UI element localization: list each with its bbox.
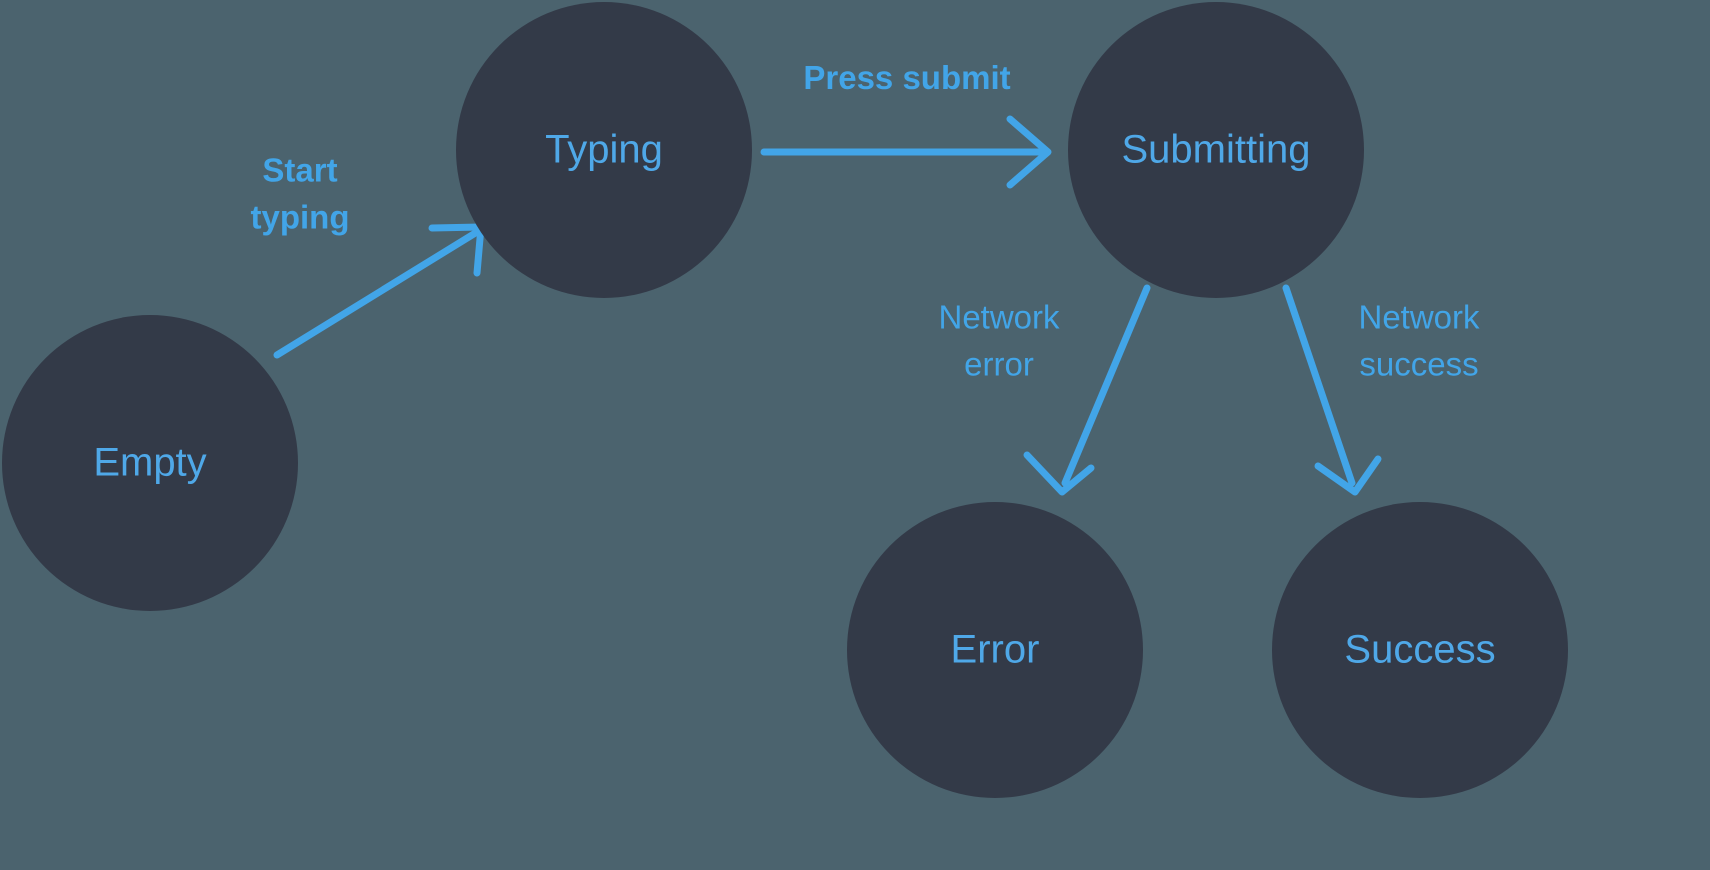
node-submitting[interactable]: Submitting bbox=[1068, 2, 1364, 298]
edge-line-empty-to-typing bbox=[273, 228, 481, 359]
edge-typing-to-submitting: Press submit bbox=[760, 59, 1052, 189]
node-circle-typing[interactable] bbox=[456, 2, 752, 298]
node-label-error: Error bbox=[951, 628, 1040, 672]
node-circle-success[interactable] bbox=[1272, 502, 1568, 798]
node-label-success: Success bbox=[1344, 628, 1495, 672]
node-label-empty: Empty bbox=[93, 441, 206, 485]
node-error[interactable]: Error bbox=[847, 502, 1143, 798]
node-label-submitting: Submitting bbox=[1122, 128, 1311, 172]
edge-line-submitting-to-error bbox=[1061, 284, 1151, 487]
edge-label-typing-to-submitting: Press submit bbox=[803, 59, 1010, 96]
node-typing[interactable]: Typing bbox=[456, 2, 752, 298]
arrowhead-icon bbox=[1023, 451, 1095, 496]
node-success[interactable]: Success bbox=[1272, 502, 1568, 798]
node-circle-empty[interactable] bbox=[2, 315, 298, 611]
node-empty[interactable]: Empty bbox=[2, 315, 298, 611]
arrowhead-icon bbox=[1314, 455, 1382, 496]
arrowhead-icon bbox=[1006, 115, 1052, 189]
edge-line-submitting-to-success bbox=[1282, 284, 1356, 487]
node-circle-error[interactable] bbox=[847, 502, 1143, 798]
node-label-typing: Typing bbox=[545, 128, 663, 172]
node-circle-submitting[interactable] bbox=[1068, 2, 1364, 298]
